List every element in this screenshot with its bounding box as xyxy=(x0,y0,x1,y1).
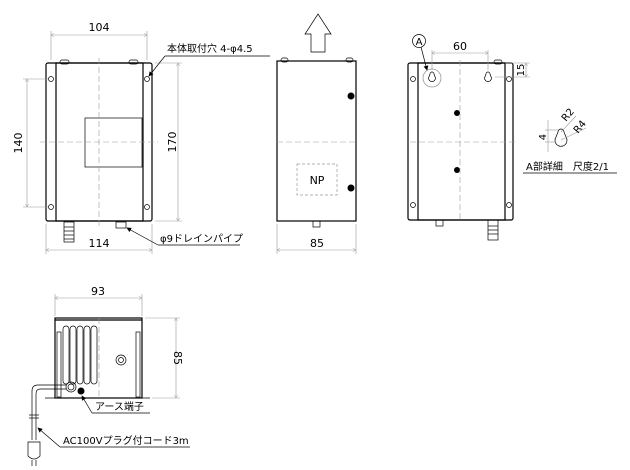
dim-93: 93 xyxy=(91,285,105,298)
dim-170: 170 xyxy=(166,132,179,153)
drain-pipe-label: φ9ドレインパイプ xyxy=(160,233,243,245)
side-view: NP 85 xyxy=(276,13,357,254)
earth-terminal xyxy=(77,387,85,395)
dim-140: 140 xyxy=(12,133,25,154)
dim-60: 60 xyxy=(453,40,467,53)
dim-104: 104 xyxy=(89,21,110,34)
detail-r2: R2 xyxy=(560,107,577,124)
front-view: 104 140 170 114 本体取付穴 4-φ4.5 φ9ドレインパイプ xyxy=(12,21,270,254)
nameplate-label: NP xyxy=(310,174,325,187)
up-arrow-icon xyxy=(304,13,332,53)
detail-a: 4 R2 R4 A部詳細 尺度2/1 xyxy=(523,107,617,174)
plug-icon xyxy=(27,441,41,460)
detail-dim-4: 4 xyxy=(538,134,549,140)
mounting-holes-label: 本体取付穴 4-φ4.5 xyxy=(167,42,253,55)
earth-terminal-label: アース端子 xyxy=(95,400,144,413)
detail-title: A部詳細 尺度2/1 xyxy=(526,160,609,173)
dim-85-side: 85 xyxy=(310,237,324,250)
bottom-view: 93 85 アース端子 AC100Vプラグ付コード3m xyxy=(27,285,190,466)
dim-85-bottom: 85 xyxy=(171,351,184,365)
dim-15: 15 xyxy=(516,64,527,77)
dim-114: 114 xyxy=(89,237,110,250)
rear-view: A 60 15 xyxy=(407,34,530,241)
heat-fins xyxy=(62,325,98,385)
power-cord-label: AC100Vプラグ付コード3m xyxy=(63,434,189,447)
nameplate-area xyxy=(296,163,338,196)
drain-stub xyxy=(115,221,127,229)
front-window xyxy=(84,117,143,168)
cord-stub xyxy=(63,221,75,243)
detail-marker-a: A xyxy=(416,37,423,48)
power-cord xyxy=(31,384,66,440)
